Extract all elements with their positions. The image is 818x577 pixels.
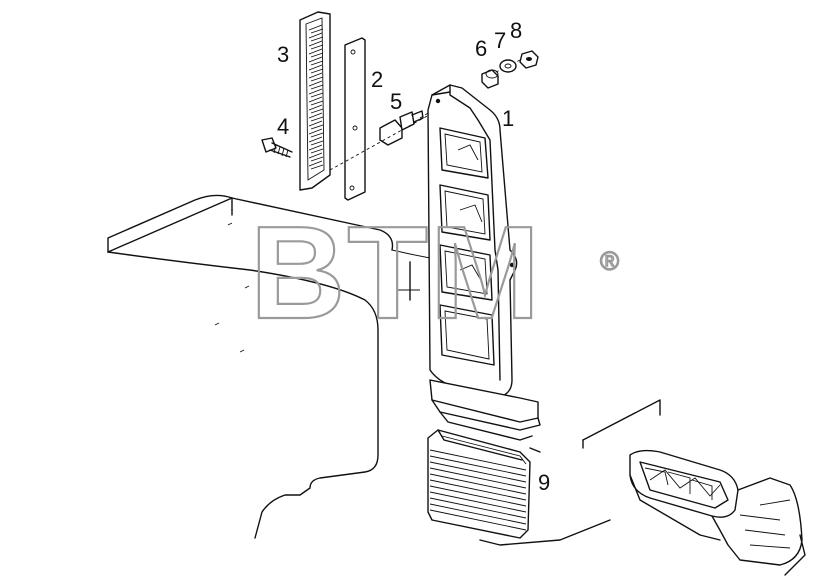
grille-slat <box>308 160 324 170</box>
grille-slat <box>308 152 324 162</box>
part-1-intake-duct <box>427 84 541 441</box>
callout-labels: 1 2 3 4 5 6 7 8 9 <box>277 18 550 495</box>
grille-slat <box>308 56 324 66</box>
part-2-plate <box>344 37 366 201</box>
filter-rib <box>429 461 527 483</box>
callout-4: 4 <box>277 114 289 139</box>
grille-slat <box>308 24 324 34</box>
part-5-stud <box>379 110 424 146</box>
callout-3: 3 <box>277 42 289 67</box>
grille-slat <box>308 112 324 122</box>
part-3-grille <box>299 11 331 191</box>
grille-slat <box>308 64 324 74</box>
grille-slat <box>308 48 324 58</box>
filter-rib <box>429 485 527 507</box>
callout-9: 9 <box>538 470 550 495</box>
grille-slat <box>308 96 324 106</box>
grille-slat <box>308 32 324 42</box>
filter-rib <box>429 479 527 501</box>
filter-rib <box>429 509 527 531</box>
part-7-washer <box>499 59 517 73</box>
part-8-nut <box>519 50 539 69</box>
grille-slat <box>308 120 324 130</box>
filter-rib <box>429 449 527 471</box>
grille-slat <box>308 128 324 138</box>
grille-slat <box>308 40 324 50</box>
grille-slat <box>308 88 324 98</box>
callout-1: 1 <box>502 106 514 131</box>
part-6-spacer <box>481 69 499 89</box>
filter-rib <box>429 503 527 525</box>
part-9-filter-element <box>427 429 531 539</box>
filter-rib <box>429 497 527 519</box>
callout-2: 2 <box>371 67 383 92</box>
filter-rib <box>429 455 527 477</box>
callout-5: 5 <box>390 89 402 114</box>
callout-7: 7 <box>494 28 506 53</box>
precleaner-cap <box>629 449 803 566</box>
part-4-bolt <box>261 137 293 158</box>
callout-6: 6 <box>475 36 487 61</box>
filter-rib <box>429 491 527 513</box>
filter-rib <box>429 467 527 489</box>
registered-mark: ® <box>600 246 619 276</box>
grille-slat <box>308 136 324 146</box>
grille-slat <box>308 144 324 154</box>
btm-watermark: BTM ® <box>249 198 620 347</box>
grille-slat <box>308 80 324 90</box>
grille-slat <box>308 72 324 82</box>
watermark-text: BTM <box>250 199 542 346</box>
callout-8: 8 <box>510 18 522 43</box>
grille-slat <box>308 104 324 114</box>
engine-hood-outline <box>107 194 431 539</box>
filter-rib <box>429 473 527 495</box>
